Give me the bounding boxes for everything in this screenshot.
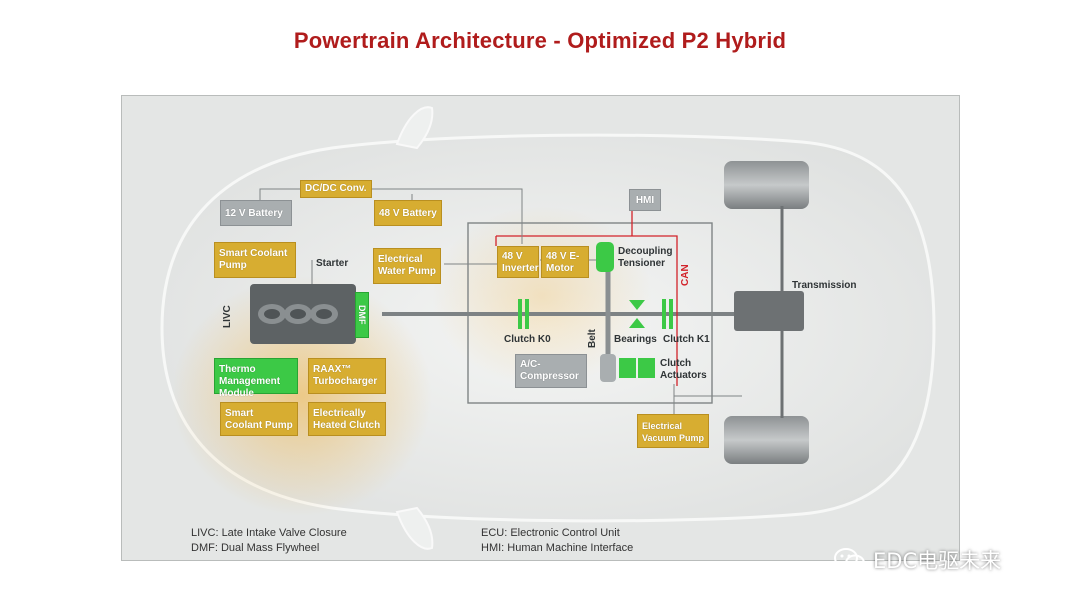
thermo-management-module-box: Thermo Management Module — [214, 358, 298, 399]
belt-pulley — [600, 354, 616, 382]
clutch-k1-label: Clutch K1 — [663, 334, 710, 345]
legend-dmf: DMF: Dual Mass Flywheel — [191, 542, 320, 554]
decoupling-tensioner-label: Decoupling Tensioner — [618, 246, 673, 269]
wheel-rear-top — [724, 161, 809, 209]
watermark: EDC电驱未来 — [833, 545, 1001, 575]
transmission-block — [734, 291, 804, 331]
dcdc-converter-box: DC/DC Conv. — [300, 180, 372, 198]
smart-coolant-pump-bottom-box: Smart Coolant Pump — [220, 402, 298, 436]
wechat-icon — [834, 548, 865, 572]
clutch-actuator-2 — [638, 358, 655, 378]
electrical-water-pump-box: Electrical Water Pump — [373, 248, 441, 284]
electrical-vacuum-pump-box: Electrical Vacuum Pump — [637, 414, 709, 448]
architecture-diagram: DC/DC Conv. 12 V Battery 48 V Battery HM… — [121, 95, 960, 561]
hybrid-module-frame — [467, 222, 713, 404]
legend-livc: LIVC: Late Intake Valve Closure — [191, 527, 347, 539]
raax-turbocharger-box: RAAX™ Turbocharger — [308, 358, 386, 394]
transmission-label: Transmission — [792, 280, 857, 291]
inverter-48v-box: 48 V Inverter — [497, 246, 539, 278]
ac-compressor-box: A/C-Compressor — [515, 354, 587, 388]
can-bus-label: CAN — [680, 264, 691, 286]
legend-ecu: ECU: Electronic Control Unit — [481, 527, 620, 539]
hmi-box: HMI — [629, 189, 661, 211]
emotor-48v-box: 48 V E-Motor — [541, 246, 589, 278]
clutch-k0-label: Clutch K0 — [504, 334, 551, 345]
clutch-k1-disc — [662, 299, 666, 329]
dmf-box: DMF — [355, 292, 369, 338]
wheel-rear-bottom — [724, 416, 809, 464]
bearing-shape — [629, 300, 645, 310]
clutch-k0-disc — [518, 299, 522, 329]
battery-12v-box: 12 V Battery — [220, 200, 292, 226]
watermark-text: EDC电驱未来 — [873, 549, 1002, 573]
car-mirror-bottom — [395, 506, 434, 550]
livc-label: LIVC — [222, 305, 233, 328]
belt-label: Belt — [587, 329, 598, 348]
car-mirror-top — [395, 106, 434, 150]
smart-coolant-pump-top-box: Smart Coolant Pump — [214, 242, 296, 278]
tensioner-roller — [596, 242, 614, 272]
clutch-actuators-label: Clutch Actuators — [660, 358, 707, 381]
battery-48v-box: 48 V Battery — [374, 200, 442, 226]
page-title: Powertrain Architecture - Optimized P2 H… — [293, 28, 787, 53]
electrically-heated-clutch-box: Electrically Heated Clutch — [308, 402, 386, 436]
clutch-actuator-1 — [619, 358, 636, 378]
legend-hmi: HMI: Human Machine Interface — [481, 542, 634, 554]
car-silhouette — [160, 106, 936, 550]
starter-label: Starter — [316, 258, 349, 269]
bearings-label: Bearings — [614, 334, 657, 345]
